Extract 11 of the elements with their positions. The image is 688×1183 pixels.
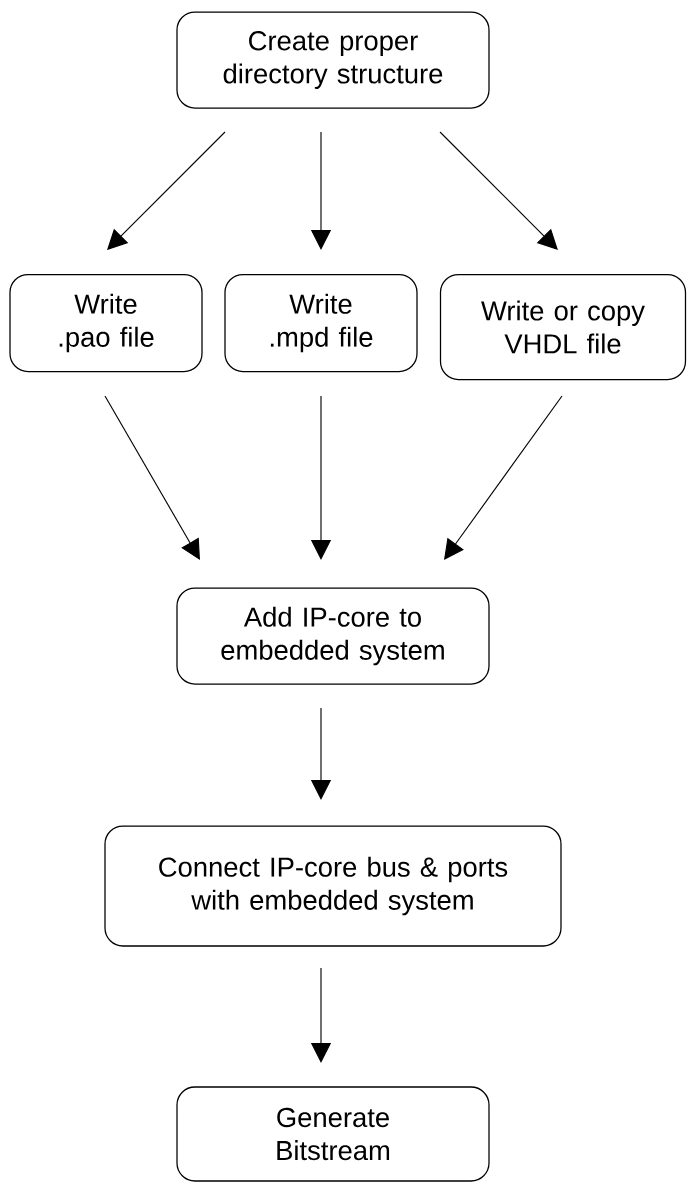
arrow: [439, 131, 558, 250]
arrow: [444, 395, 563, 560]
process-box: Connect IP-core bus & ports with embedded system: [104, 825, 562, 947]
process-box: Generate Bitstream: [176, 1086, 490, 1182]
arrow: [104, 395, 200, 560]
process-box: Write .pao file: [9, 273, 203, 373]
process-box: Add IP-core to embedded system: [176, 587, 490, 685]
process-box: Write or copy VHDL file: [439, 273, 687, 381]
process-box: Write .mpd file: [224, 273, 418, 373]
process-box: Create proper directory structure: [176, 11, 490, 109]
arrow: [107, 131, 226, 250]
